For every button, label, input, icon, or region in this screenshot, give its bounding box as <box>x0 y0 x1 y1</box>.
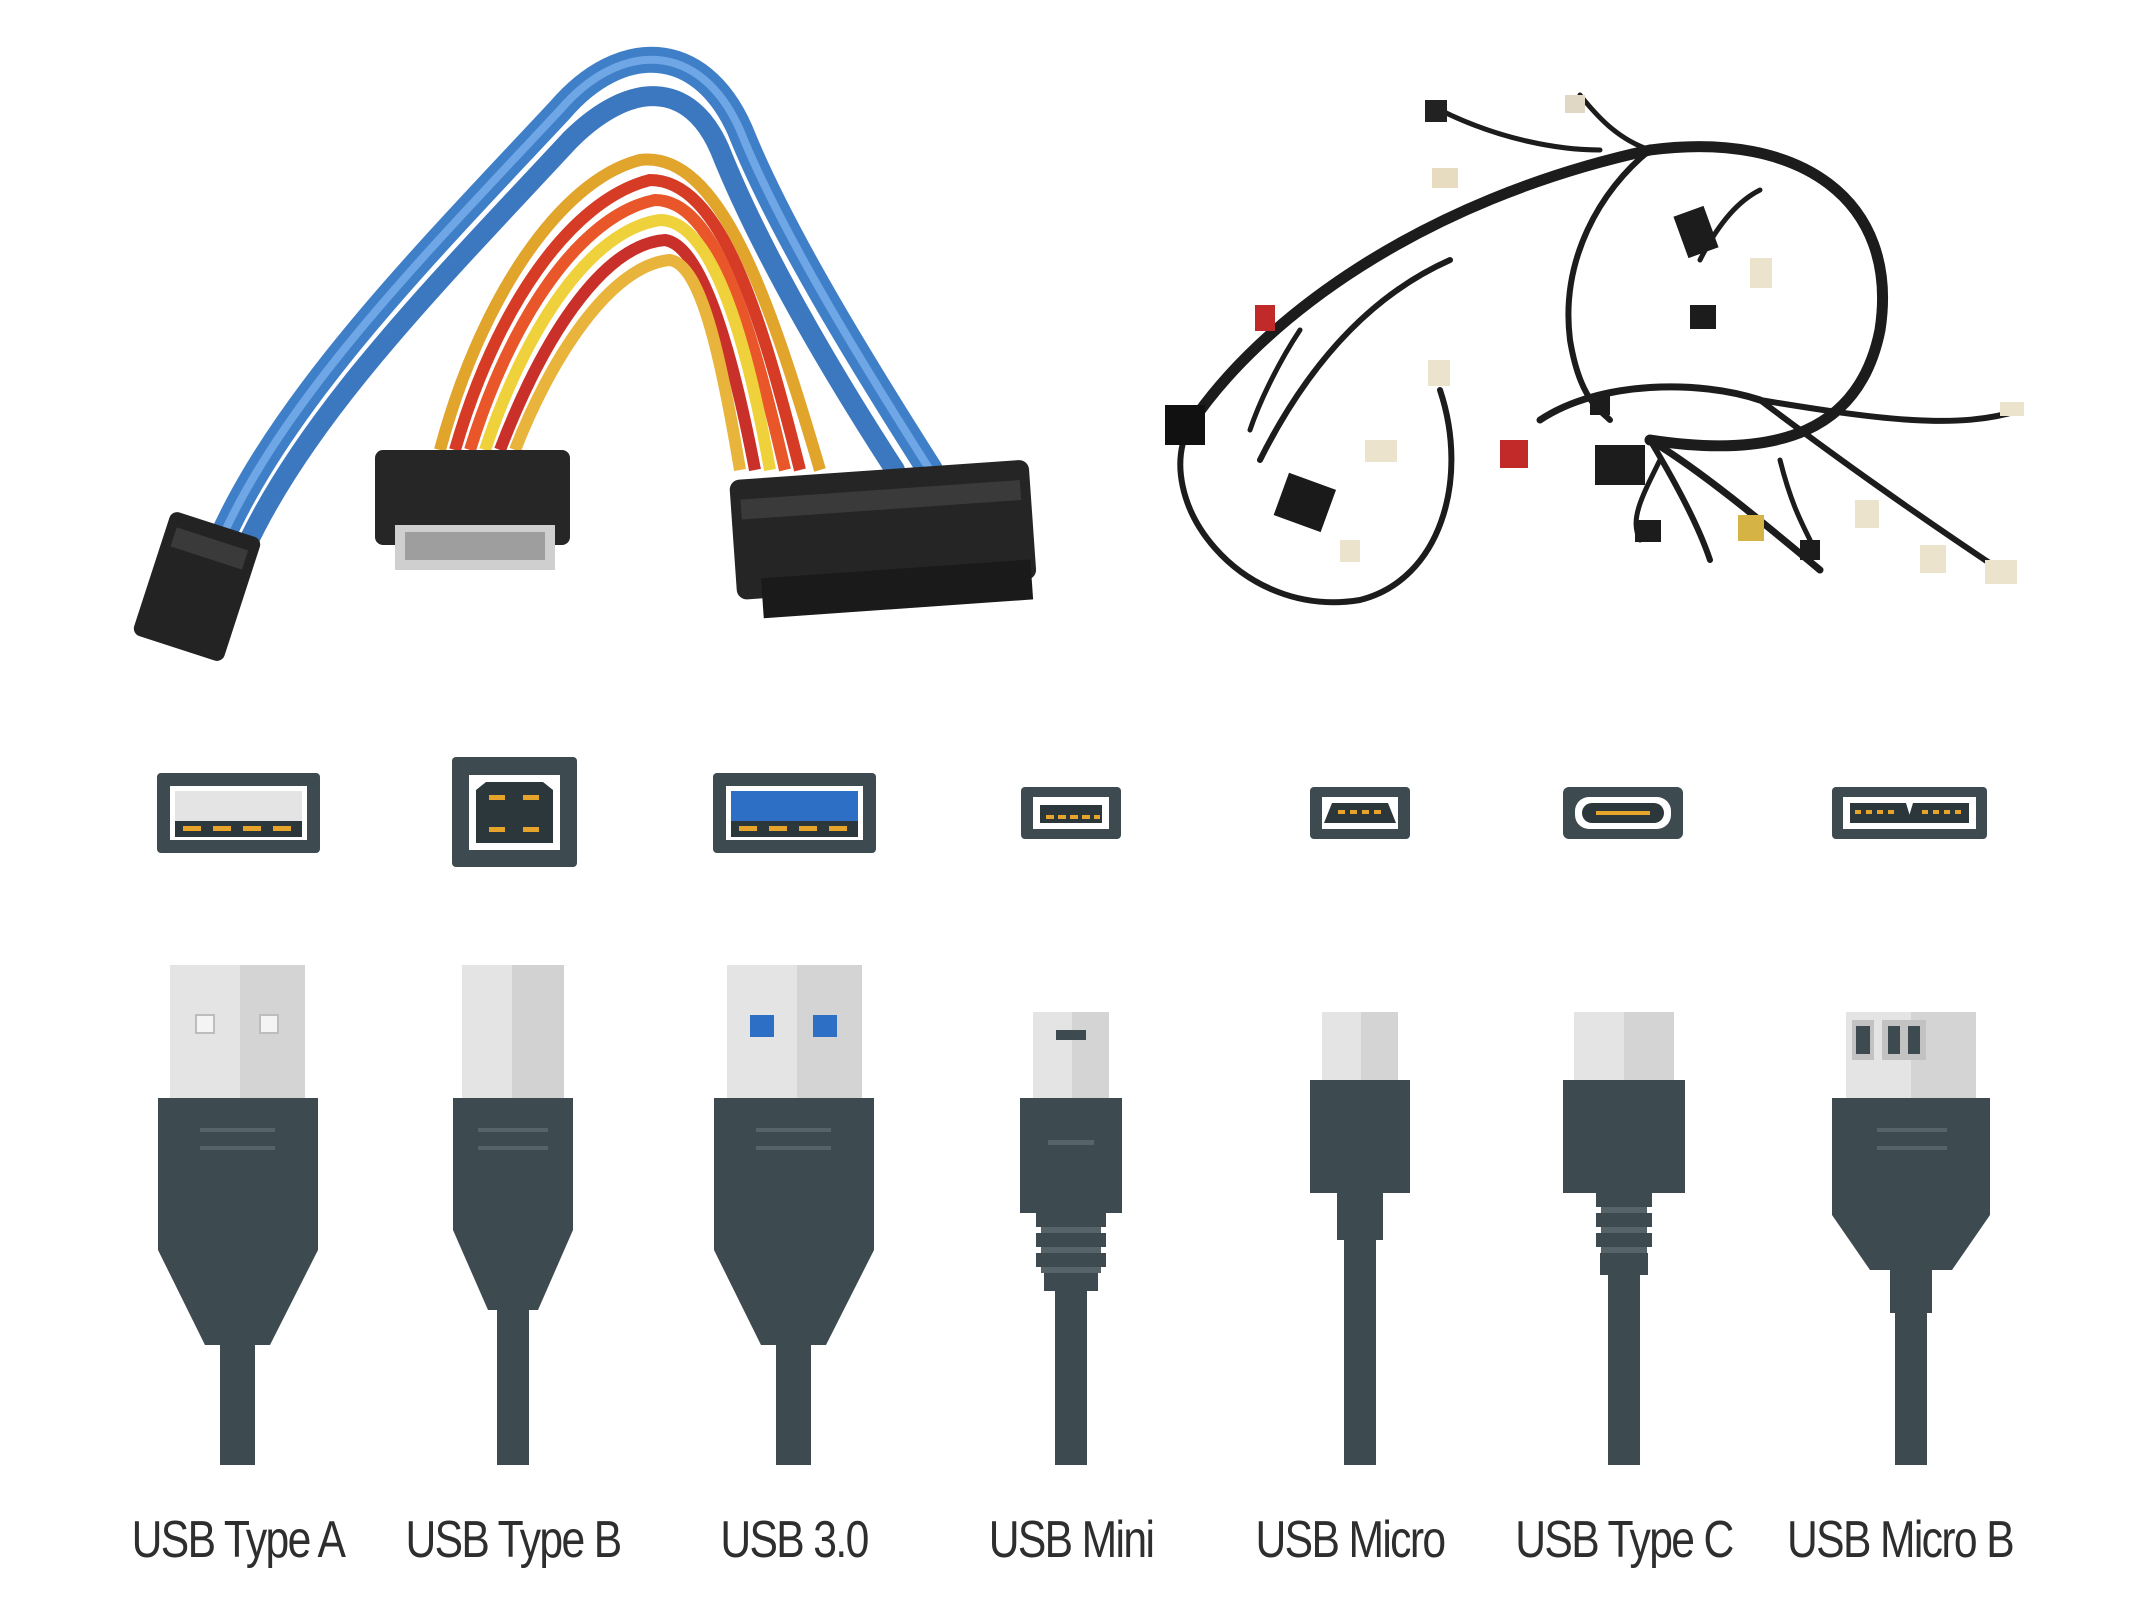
usb-type-c-connector <box>1563 787 1685 1465</box>
usb-mini-plug-icon <box>1020 1012 1122 1465</box>
usb-type-b-port-icon <box>452 757 577 867</box>
usb-micro-b-label: USB Micro B <box>1786 1511 2015 1569</box>
usb-type-b-label: USB Type B <box>405 1511 622 1569</box>
usb-micro-label: USB Micro <box>1255 1511 1446 1569</box>
usb-type-a-plug-icon <box>158 965 318 1465</box>
usb-type-c-port-icon <box>1563 787 1683 839</box>
usb-micro-b-plug-icon <box>1832 1012 1990 1465</box>
usb-3-0-plug-icon <box>714 965 874 1465</box>
wire-harness-connectors <box>1165 95 2024 584</box>
usb-3-0-port-icon <box>713 773 876 853</box>
usb-type-a-port-icon <box>157 773 320 853</box>
usb-type-a-connector <box>157 773 320 1465</box>
usb-3-0-connector <box>713 773 876 1465</box>
usb-mini-connector <box>1020 787 1122 1465</box>
usb-micro-port-icon <box>1310 787 1410 839</box>
usb-mini-label: USB Mini <box>988 1511 1155 1569</box>
usb-type-a-label: USB Type A <box>131 1511 346 1569</box>
usb-type-b-plug-icon <box>453 965 573 1465</box>
usb-micro-plug-icon <box>1310 1012 1410 1465</box>
usb-type-c-label: USB Type C <box>1515 1511 1734 1569</box>
usb-mini-port-icon <box>1021 787 1121 839</box>
sata-cable-photo <box>133 46 1037 661</box>
wire-harness-photo <box>1177 92 2023 606</box>
usb-micro-b-port-icon <box>1832 787 1987 839</box>
usb-micro-b-connector <box>1832 787 1990 1465</box>
usb-type-b-connector <box>452 757 577 1465</box>
usb-type-c-plug-icon <box>1563 1012 1685 1465</box>
usb-micro-connector <box>1310 787 1410 1465</box>
usb-3-0-label: USB 3.0 <box>720 1511 869 1569</box>
